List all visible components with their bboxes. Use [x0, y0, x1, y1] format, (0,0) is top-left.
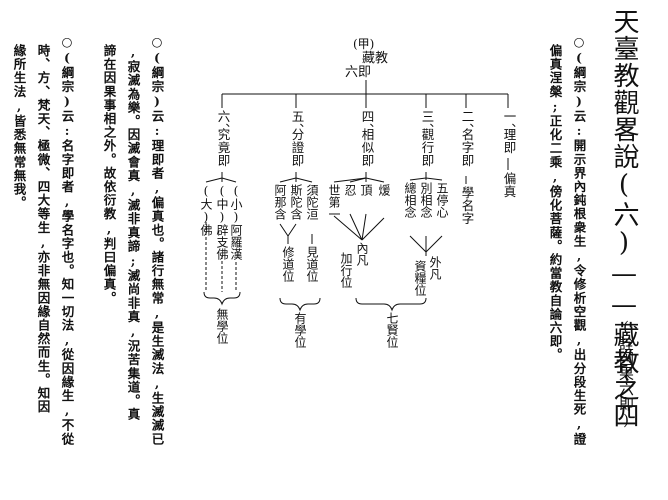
stage-6-item: (小)阿羅漢 [229, 184, 243, 260]
no-learning-label: 無學位 [215, 308, 229, 344]
paragraph-line-6: ○(綱宗)云:名字即者,學名字也。知一切法,從因緣生,不從 [59, 34, 75, 446]
stage-4-name: 相似即 [359, 128, 375, 167]
stage-5-item: 斯陀含 [289, 184, 303, 220]
stage-3-name: 觀行即 [419, 128, 435, 167]
root-label: 六即 [345, 65, 372, 80]
stage-3-item: 別相念 [419, 182, 433, 218]
stage-6-name: 究竟即 [215, 128, 231, 167]
stage-4-item: 煖 [377, 184, 391, 196]
paragraph-line-3: ○(綱宗)云:理即者,偏真也。諸行無常,是生滅法,生滅滅已 [149, 34, 165, 446]
paragraph-line-5: 諦在因果事相之外。故依衍教,判曰偏真。 [101, 44, 117, 305]
stage-3-item: 五停心 [435, 182, 449, 218]
stage-3-number: 三、 [419, 110, 435, 136]
paragraph-line-8: 緣所生法,皆悉無常無我。 [11, 44, 27, 210]
see-path-label: 見道位 [305, 246, 319, 282]
page-title: 天臺教觀畧說(六)——藏教之四 [609, 8, 639, 429]
stage-2-number: 二、 [459, 110, 475, 136]
stage-4-item: 頂 [359, 184, 373, 196]
stage-6-number: 六、 [215, 110, 231, 136]
root-mark: (甲) [353, 37, 375, 51]
stage-6-item: (中)辟支佛 [215, 184, 229, 260]
stage-4-item: 世第一 [327, 184, 341, 220]
outer-fan-detail: 資糧位 [413, 260, 427, 296]
stage-3-item: 總相念 [403, 182, 417, 218]
paragraph-line-1: ○(綱宗)云:開示界內鈍根衆生,令修析空觀,出分段生死,證 [571, 34, 587, 446]
stage-1-name: 理即 [501, 128, 517, 154]
stage-2-name: 名字即 [459, 128, 475, 167]
seven-sages-label: 七賢位 [385, 312, 399, 348]
paragraph-line-2: 偏真涅槃;正化二乘,傍化菩薩。約當教自論六即。 [547, 44, 563, 362]
has-learning-label: 有學位 [293, 312, 307, 348]
stage-4-item: 忍 [343, 184, 357, 196]
stage-5-name: 分證即 [289, 128, 305, 167]
stage-4-number: 四、 [359, 110, 375, 136]
root-name: 藏教 [362, 51, 389, 66]
stage-5-number: 五、 [289, 110, 305, 136]
stage-6-item: (大)佛 [199, 184, 213, 236]
stage-5-item: 阿那含 [273, 184, 287, 220]
stage-5-item: 須陀洹 [305, 184, 319, 220]
stage-1-number: 一、 [501, 110, 517, 136]
page-subtitle: (詮因果六即) [617, 318, 635, 429]
paragraph-line-4: ,寂滅為樂。因滅會真,滅非真諦;滅尚非真,況苦集道。真 [125, 44, 141, 422]
paragraph-line-7: 時、方、梵天、極微、四大等生,亦非無因緣自然而生。知因 [35, 44, 51, 414]
cultivate-path-label: 修道位 [281, 246, 295, 282]
stage-2-detail: 學名字 [459, 186, 475, 225]
inner-fan-label: 內凡 [355, 242, 369, 266]
outer-fan-label: 外凡 [428, 256, 442, 280]
stage-1-detail: 偏真 [501, 172, 517, 198]
inner-fan-detail: 加行位 [339, 252, 353, 288]
